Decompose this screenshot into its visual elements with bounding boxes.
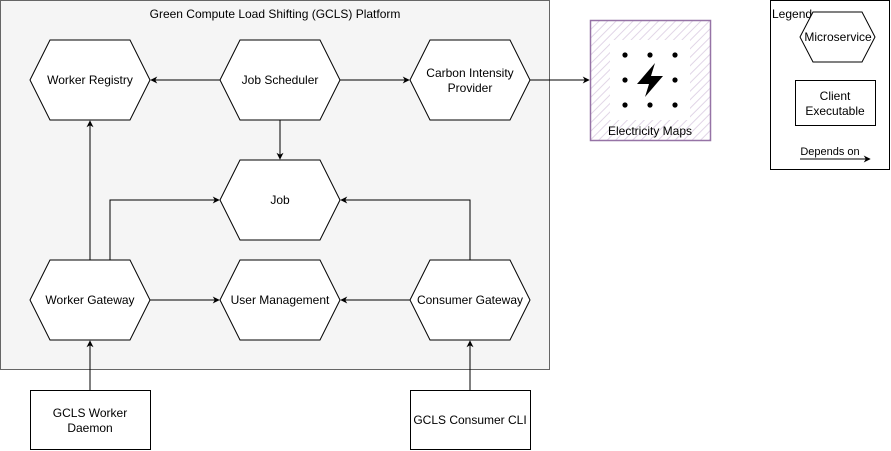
job-scheduler-label: Job Scheduler	[242, 73, 319, 87]
client-gcls-consumer-cli: GCLS Consumer CLI	[410, 390, 531, 450]
microservice-job: Job	[219, 159, 341, 241]
legend-client-label-line-2: Executable	[805, 104, 865, 118]
dependency-arrows	[86, 76, 590, 390]
legend-microservice-sample: Microservice	[799, 11, 876, 63]
microservice-worker-gateway: Worker Gateway	[29, 259, 151, 341]
consumer-gateway-label: Consumer Gateway	[417, 293, 523, 307]
microservice-carbon-intensity-provider: Carbon Intensity Provider	[409, 39, 531, 121]
carbon-provider-label-line-2: Provider	[448, 81, 493, 95]
worker-daemon-label-line-2: Daemon	[67, 421, 112, 435]
consumer-cli-label: GCLS Consumer CLI	[413, 413, 526, 427]
legend-depends-on-sample: Depends on	[800, 146, 871, 163]
worker-registry-label: Worker Registry	[47, 73, 133, 87]
legend-depends-on-label: Depends on	[800, 146, 859, 158]
platform-title: Green Compute Load Shifting (GCLS) Platf…	[150, 7, 401, 21]
microservice-consumer-gateway: Consumer Gateway	[409, 259, 531, 341]
job-label: Job	[270, 193, 290, 207]
legend: Legend Microservice Client Executable De…	[770, 0, 890, 170]
worker-gateway-label: Worker Gateway	[45, 293, 134, 307]
carbon-provider-label-line-1: Carbon Intensity	[426, 66, 513, 80]
legend-client-sample: Client Executable	[795, 80, 876, 126]
lightning-bolt-icon	[622, 52, 678, 108]
external-electricity-maps: Electricity Maps	[589, 19, 712, 142]
edge-consumer-gateway-to-job	[340, 196, 471, 260]
legend-microservice-label: Microservice	[804, 30, 872, 44]
client-gcls-worker-daemon: GCLS Worker Daemon	[30, 390, 151, 450]
legend-title: Legend	[772, 7, 812, 21]
edge-worker-gateway-to-job	[109, 196, 220, 260]
electricity-maps-label: Electricity Maps	[608, 124, 692, 138]
microservice-user-management: User Management	[219, 259, 341, 341]
microservice-worker-registry: Worker Registry	[29, 39, 151, 121]
worker-daemon-label-line-1: GCLS Worker	[53, 406, 127, 420]
legend-client-label-line-1: Client	[820, 89, 851, 103]
user-management-label: User Management	[231, 293, 330, 307]
microservice-job-scheduler: Job Scheduler	[219, 39, 341, 121]
